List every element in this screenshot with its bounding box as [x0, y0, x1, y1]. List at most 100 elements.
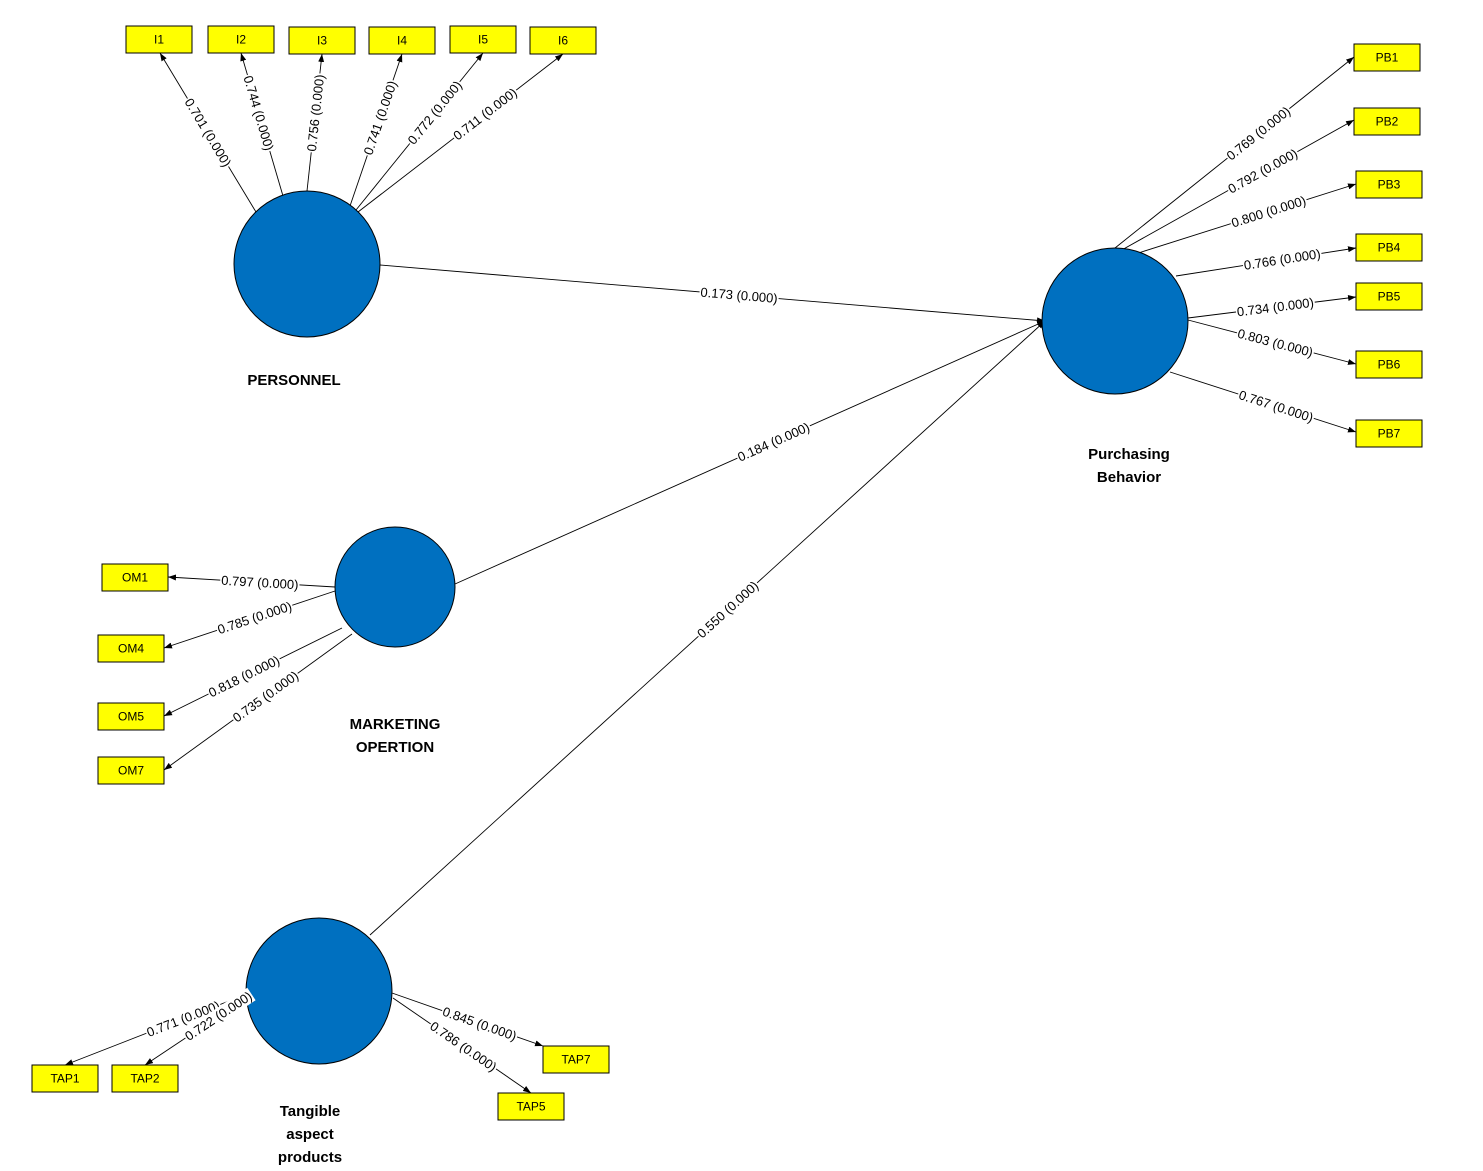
indicator-pb2-label: PB2: [1376, 115, 1399, 129]
indicator-tap5-label: TAP5: [516, 1100, 545, 1114]
loading-pb7-coefficient-bg: [1235, 386, 1317, 426]
loading-tap7-coefficient-bg: [439, 1003, 520, 1044]
indicator-i3-label: I3: [317, 34, 327, 48]
indicator-om5-label: OM5: [118, 710, 144, 724]
loading-pb7-coefficient-group: 0.767 (0.000): [1235, 386, 1317, 426]
loading-om1-coefficient-bg: [219, 572, 300, 593]
loading-i2-coefficient: 0.744 (0.000): [241, 74, 277, 152]
loading-pb3-coefficient-group: 0.800 (0.000): [1228, 192, 1309, 231]
indicator-om7-label: OM7: [118, 764, 144, 778]
loading-pb3-coefficient-bg: [1228, 192, 1309, 231]
path-marketing-purchasing-coefficient: 0.184 (0.000): [735, 419, 812, 464]
indicator-i6-box[interactable]: [529, 26, 597, 55]
indicator-pb1-label: PB1: [1376, 51, 1399, 65]
loading-i1-coefficient: 0.701 (0.000): [182, 96, 235, 170]
loading-om5-coefficient-bg: [205, 652, 283, 701]
loading-i2-coefficient-group: 0.744 (0.000): [240, 72, 278, 154]
construct-tangible-circle[interactable]: [245, 917, 393, 1065]
path-marketing-purchasing-coefficient-bg: [734, 418, 813, 465]
loading-om7-coefficient-bg: [228, 667, 303, 726]
path-marketing-purchasing-coefficient-group: 0.184 (0.000): [734, 418, 813, 465]
loading-i2-coefficient-bg: [240, 72, 278, 154]
loading-pb4-coefficient-group: 0.766 (0.000): [1241, 245, 1323, 273]
indicator-pb6-box[interactable]: [1355, 350, 1423, 379]
loading-pb6-coefficient-group: 0.803 (0.000): [1235, 325, 1316, 361]
indicator-pb4-label: PB4: [1378, 241, 1401, 255]
loading-pb5-coefficient: 0.734 (0.000): [1236, 295, 1315, 319]
indicator-tap1-box[interactable]: [31, 1064, 99, 1093]
indicator-om1-label: OM1: [122, 571, 148, 585]
path-tangible-purchasing-coefficient-group: 0.550 (0.000): [693, 577, 763, 642]
indicator-pb4-box[interactable]: [1355, 233, 1423, 262]
indicator-i5-box[interactable]: [449, 25, 517, 54]
indicator-tap5-box[interactable]: [497, 1092, 565, 1121]
loading-tap5-coefficient-bg: [426, 1017, 501, 1076]
loading-i1-coefficient-bg: [181, 94, 235, 171]
indicator-tap2-box[interactable]: [111, 1064, 179, 1093]
loading-i3-coefficient: 0.756 (0.000): [304, 74, 327, 153]
indicator-pb2-box[interactable]: [1353, 107, 1421, 136]
indicator-i4-box[interactable]: [368, 26, 436, 55]
loading-i4-coefficient: 0.741 (0.000): [361, 79, 400, 157]
loading-tap1-coefficient-bg: [143, 997, 223, 1041]
construct-marketing-circle[interactable]: [334, 526, 456, 648]
loading-om4-coefficient: 0.785 (0.000): [216, 598, 294, 637]
indicator-pb3-label: PB3: [1378, 178, 1401, 192]
indicator-i2-label: I2: [236, 33, 246, 47]
indicator-i4-label: I4: [397, 34, 407, 48]
loading-om4-coefficient-bg: [214, 598, 295, 638]
loading-pb4-coefficient: 0.766 (0.000): [1243, 246, 1322, 273]
indicator-om7-box[interactable]: [97, 756, 165, 785]
indicator-pb3-box[interactable]: [1355, 170, 1423, 199]
loading-pb1-coefficient-bg: [1222, 102, 1295, 165]
indicator-om1-box[interactable]: [101, 563, 169, 592]
indicator-tap7-box[interactable]: [542, 1045, 610, 1074]
indicator-pb7-label: PB7: [1378, 427, 1401, 441]
indicator-tap7-label: TAP7: [561, 1053, 590, 1067]
loading-pb6-coefficient-bg: [1235, 325, 1316, 361]
indicator-i6-label: I6: [558, 34, 568, 48]
indicator-om4-label: OM4: [118, 642, 144, 656]
loading-i4-coefficient-group: 0.741 (0.000): [360, 77, 401, 158]
loading-pb7-coefficient: 0.767 (0.000): [1237, 387, 1315, 425]
indicator-tap1-label: TAP1: [50, 1072, 79, 1086]
indicator-om5-box[interactable]: [97, 702, 165, 731]
indicator-pb1-box[interactable]: [1353, 43, 1421, 72]
path-personnel-purchasing-coefficient-bg: [698, 284, 780, 307]
indicator-pb6-label: PB6: [1378, 358, 1401, 372]
indicator-i3-box[interactable]: [288, 26, 356, 55]
indicator-pb5-label: PB5: [1378, 290, 1401, 304]
indicator-i2-box[interactable]: [207, 25, 275, 54]
path-tangible-purchasing-coefficient: 0.550 (0.000): [694, 578, 761, 641]
loading-pb2-coefficient-bg: [1224, 145, 1302, 198]
loading-i3-coefficient-bg: [303, 72, 328, 154]
loading-i1-coefficient-group: 0.701 (0.000): [181, 94, 235, 171]
loading-i3-coefficient-group: 0.756 (0.000): [303, 72, 328, 154]
loading-tap2-coefficient-bg: [181, 987, 256, 1045]
indicator-i5-label: I5: [478, 33, 488, 47]
path-personnel-purchasing-coefficient: 0.173 (0.000): [700, 285, 778, 306]
loading-i5-coefficient-bg: [403, 77, 466, 149]
loading-pb5-coefficient-group: 0.734 (0.000): [1235, 294, 1316, 320]
construct-personnel-label: PERSONNEL: [247, 372, 340, 389]
indicator-i1-box[interactable]: [125, 25, 193, 54]
loading-om1-coefficient-group: 0.797 (0.000): [219, 572, 300, 593]
construct-purchasing-circle[interactable]: [1041, 247, 1189, 395]
indicator-pb5-box[interactable]: [1355, 282, 1423, 311]
loading-pb3-coefficient: 0.800 (0.000): [1230, 193, 1308, 231]
loading-i6-coefficient: 0.711 (0.000): [450, 85, 520, 144]
loading-pb4-coefficient-bg: [1241, 245, 1323, 273]
indicator-tap2-label: TAP2: [130, 1072, 159, 1086]
loading-pb5-coefficient-bg: [1235, 294, 1316, 320]
loading-pb6-coefficient: 0.803 (0.000): [1236, 326, 1315, 360]
indicator-pb7-box[interactable]: [1355, 419, 1423, 448]
construct-personnel-circle[interactable]: [233, 190, 381, 338]
loading-i4-coefficient-bg: [360, 77, 401, 158]
path-tangible-purchasing-coefficient-bg: [693, 577, 763, 642]
indicator-i1-label: I1: [154, 33, 164, 47]
indicator-om4-box[interactable]: [97, 634, 165, 663]
